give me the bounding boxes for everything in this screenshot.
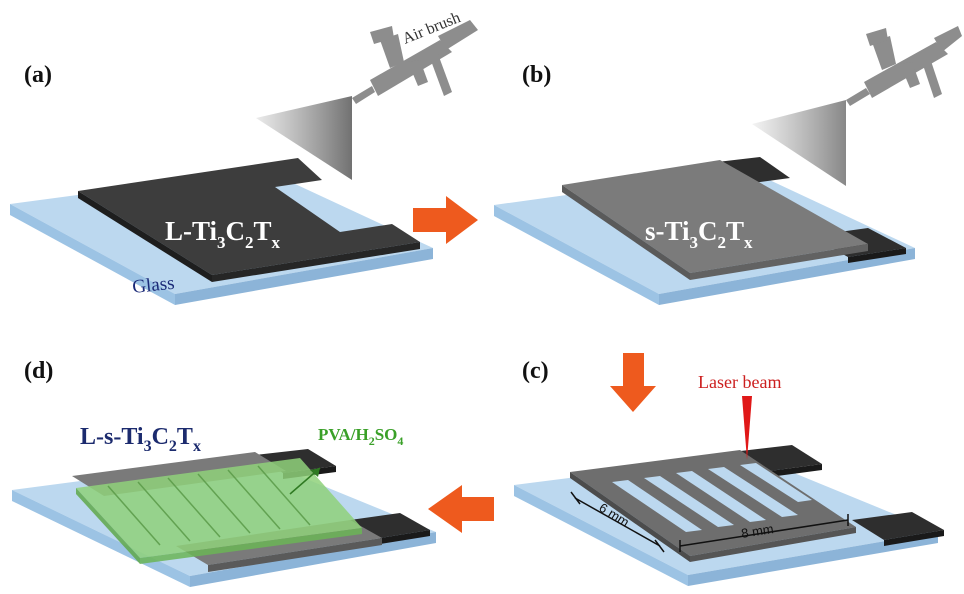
- dark-film-a: [78, 158, 420, 282]
- panel-b: (b) s-Ti3C2Tx: [494, 26, 962, 305]
- airbrush-icon-a: [352, 20, 478, 104]
- final-material-label: L-s-Ti3C2Tx: [80, 424, 201, 455]
- electrolyte-pointer-head: [310, 468, 320, 477]
- airbrush-icon-b: [846, 26, 962, 106]
- laser-beam-icon: [742, 396, 752, 460]
- grey-film-b: [562, 160, 868, 280]
- arrow-c-to-d: [428, 485, 494, 533]
- spray-cone-b: [752, 100, 846, 186]
- glass-label: Glass: [131, 273, 175, 298]
- panel-a-label: (a): [24, 62, 52, 88]
- dim-length-label: 8 mm: [740, 521, 774, 541]
- film-label-b: s-Ti3C2Tx: [645, 216, 753, 252]
- electrolyte-label: PVA/H2SO4: [318, 425, 403, 448]
- dimension-lines: [570, 491, 849, 553]
- panel-a: (a) L-Ti3C2Tx Glass Air: [10, 9, 478, 305]
- laser-beam-label: Laser beam: [698, 372, 781, 392]
- panel-b-label: (b): [522, 62, 551, 88]
- spray-cone-a: [256, 96, 352, 180]
- panel-d: (d): [12, 358, 436, 587]
- film-label-a: L-Ti3C2Tx: [165, 216, 281, 252]
- arrow-b-to-c: [610, 353, 656, 412]
- arrow-a-to-b: [413, 196, 478, 244]
- panel-d-label: (d): [24, 358, 53, 384]
- panel-c-label: (c): [522, 358, 549, 384]
- panel-c: (c) Laser beam: [514, 358, 944, 586]
- electrolyte-layer: [76, 458, 362, 564]
